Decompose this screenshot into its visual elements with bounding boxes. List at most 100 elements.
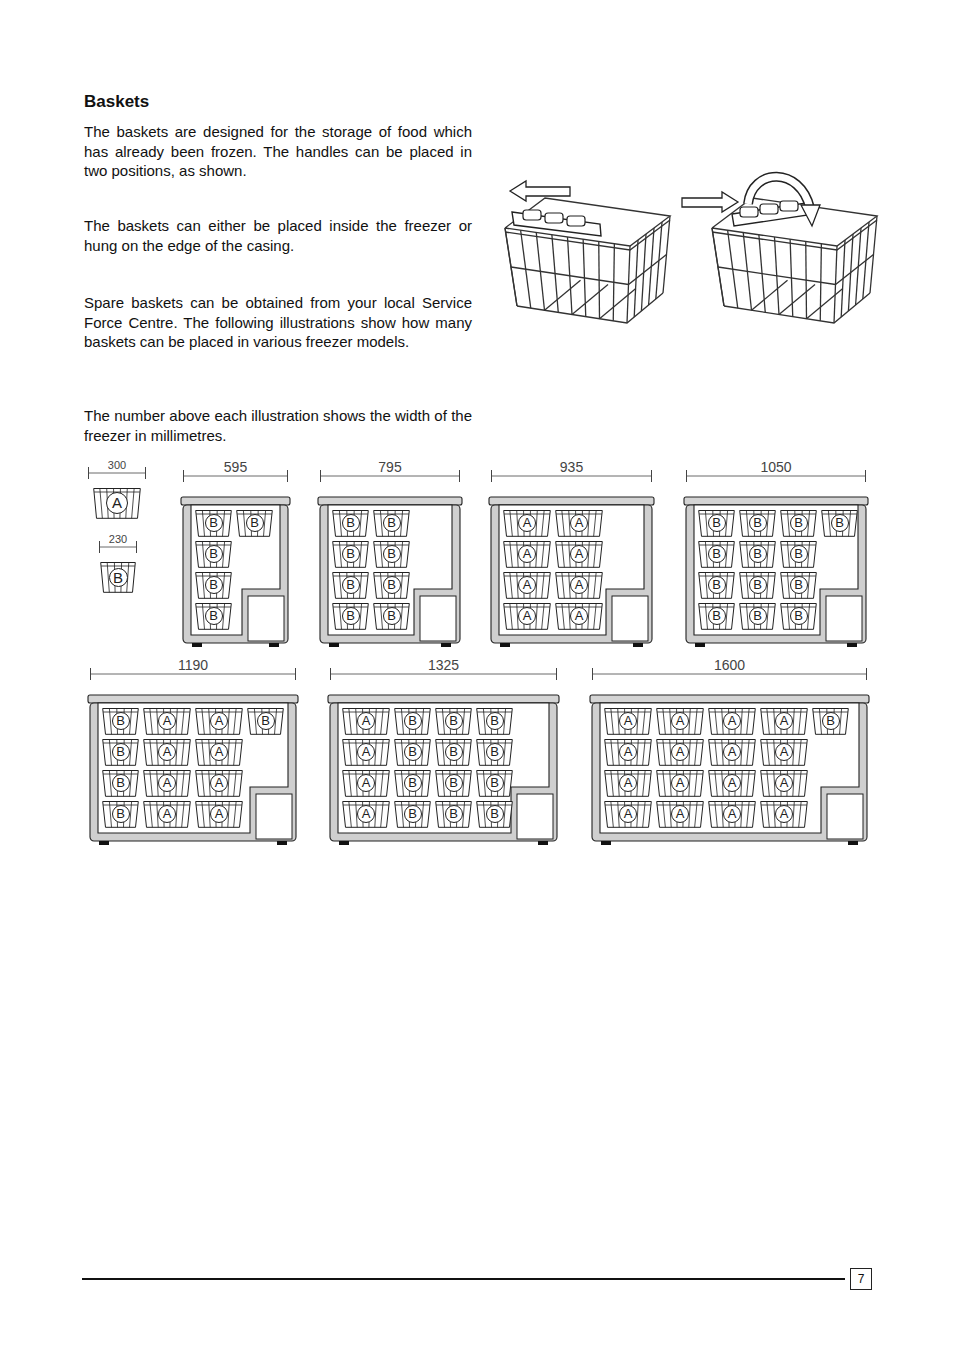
flip-arrow <box>748 177 810 208</box>
basket-type-letter: A <box>570 514 588 532</box>
basket-type-letter: B <box>383 514 401 532</box>
basket-type-letter: B <box>404 805 422 823</box>
basket-type-letter: B <box>790 576 808 594</box>
basket: A <box>195 738 243 766</box>
width-dimension: 300 <box>106 460 128 471</box>
basket-type-letter: A <box>210 743 228 761</box>
basket: A <box>342 769 390 797</box>
width-dimension: 595 <box>222 461 249 474</box>
basket-type-letter: A <box>671 743 689 761</box>
basket-type-letter: B <box>112 743 130 761</box>
basket: A <box>143 707 191 735</box>
basket: A <box>503 509 551 537</box>
wire-basket <box>712 198 877 323</box>
basket: B <box>476 800 513 828</box>
freezer-cabinet: 1325ABBBABBBABBBABBB <box>330 659 557 849</box>
basket-type-letter: A <box>158 712 176 730</box>
basket-type-letter: B <box>445 712 463 730</box>
basket-type-letter: A <box>723 712 741 730</box>
basket-type-letter: B <box>445 805 463 823</box>
basket: B <box>698 540 735 568</box>
basket-handle <box>512 210 601 236</box>
basket: A <box>708 769 756 797</box>
width-dimension: 1190 <box>176 659 210 672</box>
basket: B <box>698 602 735 630</box>
basket-type-letter: A <box>723 805 741 823</box>
basket: B <box>739 571 776 599</box>
basket-type-letter: B <box>205 607 223 625</box>
basket-type-letter: B <box>257 712 275 730</box>
basket-type-letter: A <box>158 774 176 792</box>
basket-type-letter: A <box>775 774 793 792</box>
basket-type-letter: A <box>518 545 536 563</box>
basket: B <box>394 738 431 766</box>
basket: B <box>435 800 472 828</box>
basket: A <box>143 800 191 828</box>
basket-type-letter: A <box>570 576 588 594</box>
basket: B <box>698 509 735 537</box>
basket: A <box>342 707 390 735</box>
basket-type-letter: A <box>357 712 375 730</box>
basket-type-letter: B <box>790 545 808 563</box>
basket-type-letter: B <box>445 743 463 761</box>
basket-type-letter: B <box>383 545 401 563</box>
basket: B <box>236 509 273 537</box>
basket: A <box>342 800 390 828</box>
basket-size-sample: 230B <box>99 534 137 596</box>
basket: A <box>555 509 603 537</box>
basket: A <box>503 602 551 630</box>
basket-type-letter: B <box>749 545 767 563</box>
basket-type-letter: A <box>210 712 228 730</box>
basket-type-letter: A <box>775 743 793 761</box>
basket: A <box>555 540 603 568</box>
basket-type-letter: B <box>246 514 264 532</box>
basket: A <box>555 602 603 630</box>
basket-type-letter: B <box>486 805 504 823</box>
basket: A <box>503 571 551 599</box>
basket-type-letter: B <box>112 805 130 823</box>
basket: B <box>394 769 431 797</box>
basket-type-letter: A <box>619 712 637 730</box>
basket: B <box>476 738 513 766</box>
basket-type-letter: A <box>775 712 793 730</box>
freezer-cabinet: 795BBBBBBBB <box>320 461 460 651</box>
body-paragraph: The baskets can either be placed inside … <box>84 216 472 255</box>
basket: A <box>604 707 652 735</box>
basket-type-letter: A <box>775 805 793 823</box>
basket-type-letter: B <box>383 607 401 625</box>
basket: B <box>780 602 817 630</box>
basket-type-letter: A <box>106 492 128 514</box>
basket: A <box>760 738 808 766</box>
basket: B <box>102 738 139 766</box>
basket: A <box>656 800 704 828</box>
basket: B <box>812 707 849 735</box>
basket-type-letter: A <box>518 576 536 594</box>
slide-arrow <box>510 181 570 201</box>
basket: B <box>332 571 369 599</box>
basket-type-letter: B <box>486 743 504 761</box>
basket: B <box>476 707 513 735</box>
basket-type-letter: A <box>570 545 588 563</box>
freezer-cabinet: 1050BBBBBBBBBBBBB <box>686 461 866 651</box>
basket-type-letter: B <box>822 712 840 730</box>
basket: B <box>739 509 776 537</box>
basket-type-letter: A <box>619 774 637 792</box>
basket-type-letter: B <box>109 568 128 587</box>
width-dimension: 1325 <box>426 659 461 672</box>
basket: B <box>332 602 369 630</box>
basket: B <box>780 509 817 537</box>
basket: B <box>394 707 431 735</box>
basket-type-letter: A <box>671 805 689 823</box>
basket: B <box>195 571 232 599</box>
basket-type-letter: B <box>112 774 130 792</box>
basket-type-letter: A <box>619 743 637 761</box>
basket: B <box>739 602 776 630</box>
basket-type-letter: B <box>708 514 726 532</box>
basket: B <box>102 800 139 828</box>
basket: B <box>373 602 410 630</box>
width-dimension: 795 <box>376 461 403 474</box>
wire-basket <box>505 198 670 323</box>
width-dimension: 230 <box>107 534 129 545</box>
basket: B <box>476 769 513 797</box>
